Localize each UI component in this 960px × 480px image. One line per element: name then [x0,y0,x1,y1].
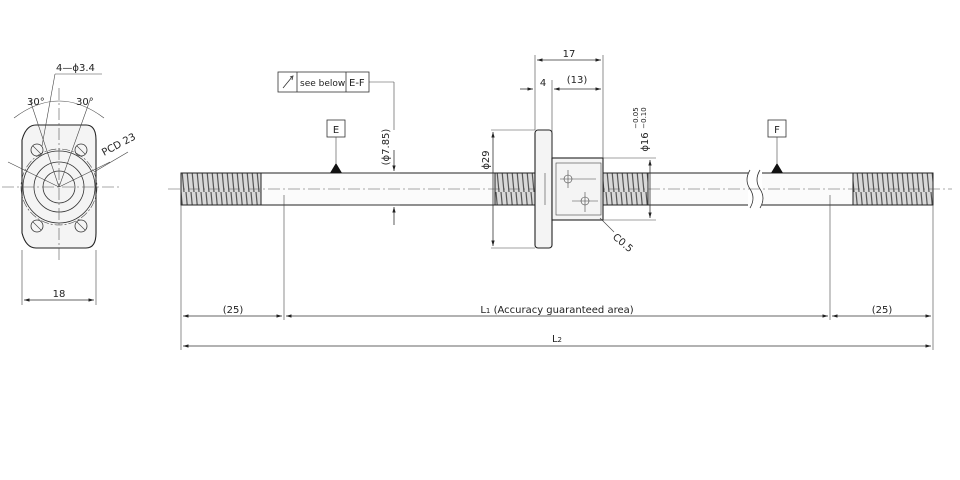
mounting-hole [30,143,44,157]
width-label: 18 [53,289,66,300]
datum-f-marker [771,163,783,173]
nut-body [551,157,604,221]
end-view: 4—ϕ3.4 30° 30° PCD 23 18 [2,63,138,305]
nut-tol-lower: −0.10 [640,107,648,128]
datum-e-marker [330,163,342,173]
circular-runout-icon [282,75,294,89]
mounting-hole [74,143,88,157]
flange-diameter-label: ϕ29 [481,150,492,169]
nut-diameter-label: ϕ16 [640,132,651,151]
side-view: 17 4 (13) ϕ29 ϕ16 −0.05 −0.10 (ϕ7.85) [168,49,952,350]
mounting-hole [30,219,44,233]
datum-e-label: E [333,125,339,136]
see-below-text: see below [300,79,345,89]
chamfer-label: C0.5 [610,232,635,255]
l1-label: L1 (Accuracy guaranteed area) [480,305,633,316]
right-end-label: (25) [872,305,893,316]
chamfer-leader [599,217,615,233]
mounting-hole [74,219,88,233]
nut-flange [534,129,553,249]
left-thread [180,172,262,206]
datum-ref-text: E-F [349,78,365,89]
datum-f-label: F [774,125,780,136]
angle-right-label: 30° [76,97,94,108]
flange-length-label: 17 [563,49,576,60]
runout-callout: see below E-F [277,71,395,130]
pcd-label: PCD 23 [100,132,138,159]
nut-tol-upper: −0.05 [632,107,640,128]
flange-thickness-label: 4 [540,78,546,89]
body-length-label: (13) [567,75,588,86]
shaft-diameter-label: (ϕ7.85) [381,129,392,166]
angle-arc [13,100,105,119]
left-end-label: (25) [223,305,244,316]
holes-leader [41,73,56,147]
l2-label: L2 [552,334,562,345]
holes-label: 4—ϕ3.4 [56,63,95,74]
angle-left-label: 30° [27,97,45,108]
